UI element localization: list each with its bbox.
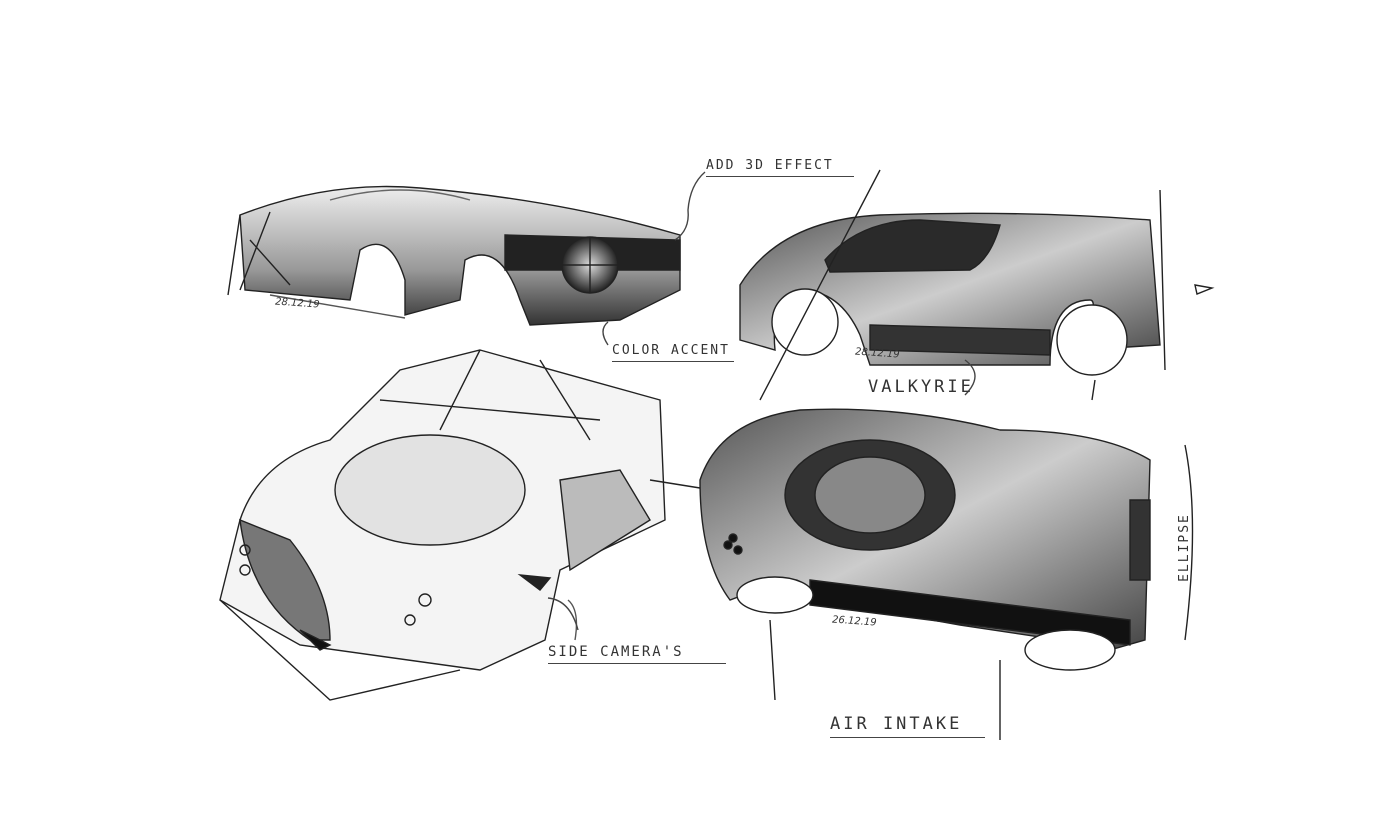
annotation-valkyrie: VALKYRIE <box>868 377 974 397</box>
annotation-side-cameras: SIDE CAMERA'S <box>548 644 726 664</box>
annotation-add-3d-effect: ADD 3D EFFECT <box>706 158 854 177</box>
rear-view-car-sketch <box>227 185 681 326</box>
valkyrie-side-car-sketch <box>739 169 1215 401</box>
annotation-air-intake: AIR INTAKE <box>830 714 985 738</box>
top-view-car-sketch <box>649 408 1194 740</box>
annotation-color-accent: COLOR ACCENT <box>612 343 734 362</box>
annotation-ellipse: ELLIPSE <box>1176 513 1192 582</box>
front-view-car-sketch <box>219 349 666 701</box>
